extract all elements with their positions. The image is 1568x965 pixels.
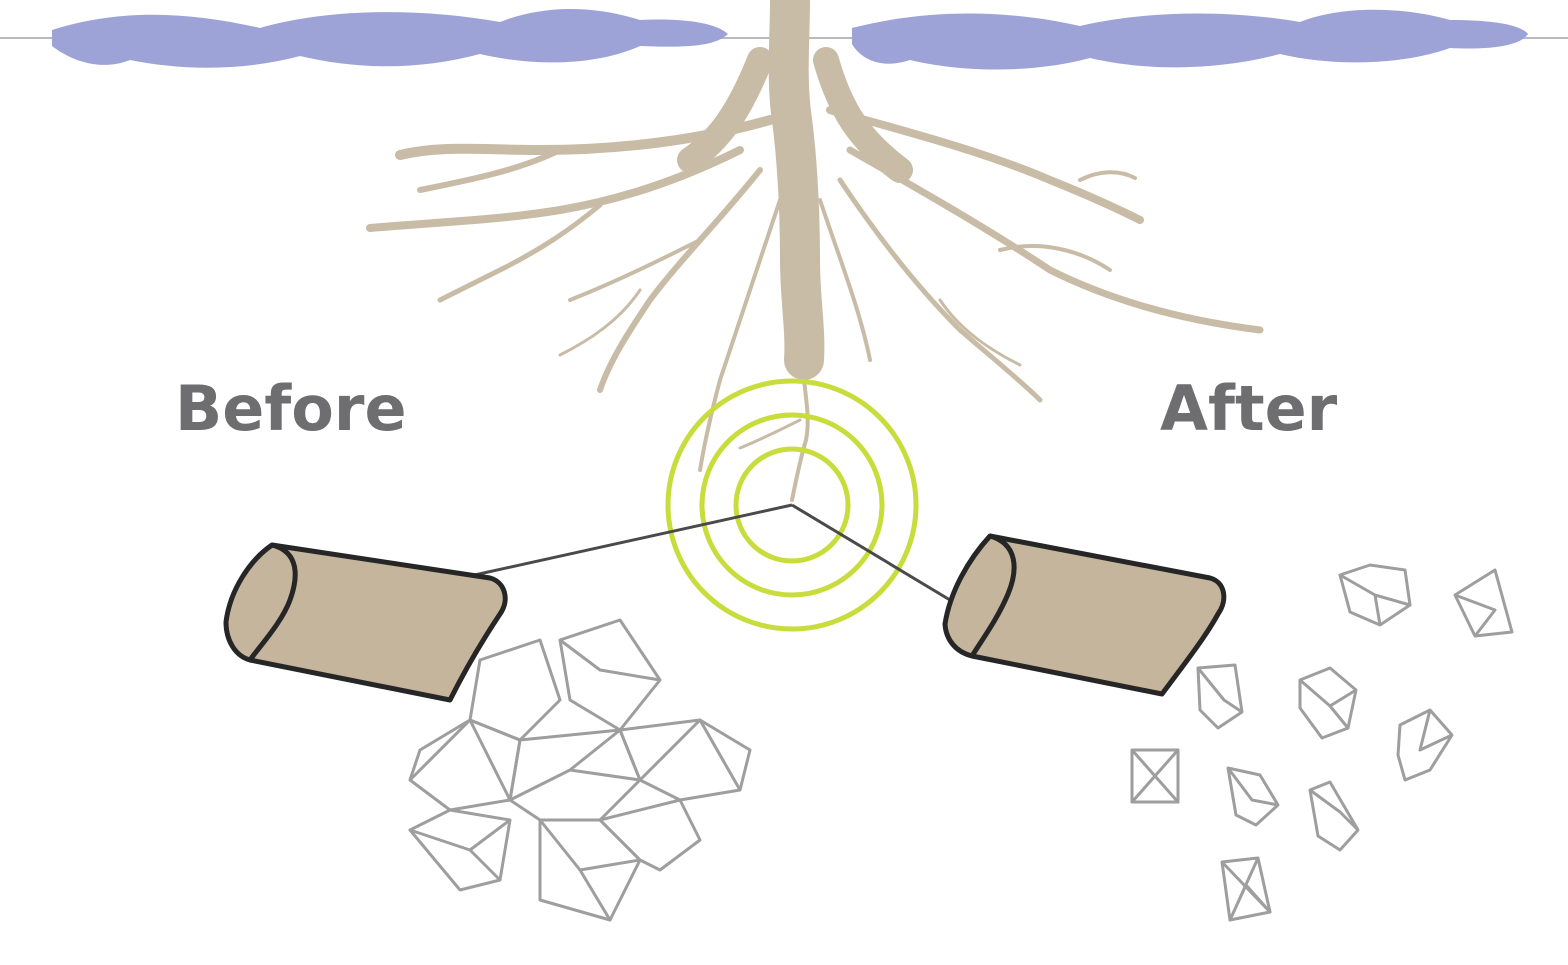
connector-right (791, 503, 961, 608)
ring-inner (733, 446, 851, 564)
fragment-2 (1453, 568, 1514, 638)
ring-middle (699, 412, 885, 598)
fragment-6 (1130, 748, 1180, 804)
ring-outer (665, 378, 919, 632)
root-right-1 (826, 106, 1144, 224)
fragment-8-facet (1309, 788, 1360, 832)
pipe-before-body (223, 542, 508, 703)
crystal-7-facet (538, 819, 641, 922)
water-band-left (52, 8, 728, 68)
root-right-4 (998, 244, 1112, 272)
root-left-2 (417, 147, 563, 193)
root-right-3 (837, 177, 1043, 403)
crystal-8 (598, 798, 702, 872)
root-trunk (768, 0, 825, 380)
root-left-8 (558, 288, 642, 357)
fragment-7-facet (1226, 767, 1279, 807)
fragment-8 (1308, 780, 1360, 852)
root-left-3 (366, 146, 744, 232)
label-after: After (1160, 372, 1338, 445)
root-right-6 (938, 298, 1022, 367)
fragment-5-facet (1418, 709, 1453, 752)
pipe-before-end (247, 542, 298, 662)
pipe-after-end (969, 533, 1017, 658)
crystal-4-facet (408, 718, 512, 801)
crystal-2-facet (559, 638, 661, 682)
connector-left (469, 503, 793, 578)
crystal-3 (618, 718, 752, 802)
pipe-after (942, 533, 1227, 697)
root-left-4 (437, 202, 603, 303)
fragment-3 (1196, 663, 1244, 730)
crystal-cluster-before (408, 618, 752, 922)
crystal-5-facet (509, 728, 642, 802)
root-left-6 (568, 238, 702, 302)
pipe-after-body (942, 533, 1227, 697)
fragment-9-facet (1220, 857, 1272, 922)
connector-lines (469, 503, 961, 608)
fragment-1-facet (1339, 573, 1412, 626)
water-band-right (852, 9, 1528, 70)
tree-roots (366, 0, 1264, 502)
crystal-3-facet (638, 718, 742, 791)
crystal-1 (468, 638, 562, 742)
crystal-7 (538, 818, 642, 922)
root-right-5 (818, 198, 872, 362)
fragment-5 (1396, 708, 1454, 782)
root-trunk-flare (677, 47, 913, 183)
root-tap-branch (738, 418, 802, 450)
root-tap (790, 348, 810, 502)
fragment-7 (1226, 766, 1280, 827)
root-left-7 (698, 198, 782, 472)
crystal-5 (508, 728, 642, 822)
crystal-fragments-after (1130, 563, 1514, 922)
pipe-before (223, 542, 508, 703)
fragment-2-facet (1454, 593, 1497, 637)
root-right-2 (846, 146, 1264, 334)
signal-rings (665, 378, 919, 632)
fragment-3-facet (1196, 667, 1243, 714)
root-left-5 (597, 167, 763, 393)
fragment-6-facet (1130, 749, 1180, 804)
label-before: Before (175, 372, 407, 445)
crystal-6-facet (409, 818, 511, 882)
crystal-6 (408, 808, 512, 892)
crystal-2 (558, 618, 662, 732)
root-right-7 (1078, 170, 1137, 182)
fragment-4-facet (1299, 678, 1357, 730)
